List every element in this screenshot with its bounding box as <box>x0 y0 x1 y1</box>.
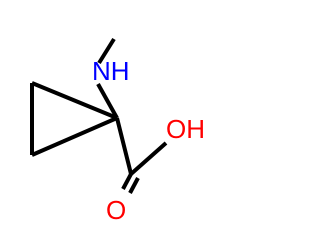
structure-diagram: NH OH O <box>30 37 205 225</box>
bond-carbonyl-line-2 <box>128 177 140 194</box>
bond-carbonyl-line-1 <box>121 173 133 190</box>
bond-methyl-n <box>97 37 116 65</box>
bond-ring-carbon-carboxyl <box>115 117 133 175</box>
bond-n-ring-carbon <box>96 83 119 119</box>
amine-nitrogen-label: NH <box>92 56 130 86</box>
bonds <box>30 37 168 194</box>
bond-ring-bottom <box>31 116 118 157</box>
bond-carboxyl-oh <box>129 141 168 176</box>
atom-labels: NH OH O <box>92 56 205 225</box>
bond-ring-top <box>31 81 118 120</box>
carbonyl-oxygen-label: O <box>106 195 126 225</box>
hydroxyl-label: OH <box>166 114 205 144</box>
